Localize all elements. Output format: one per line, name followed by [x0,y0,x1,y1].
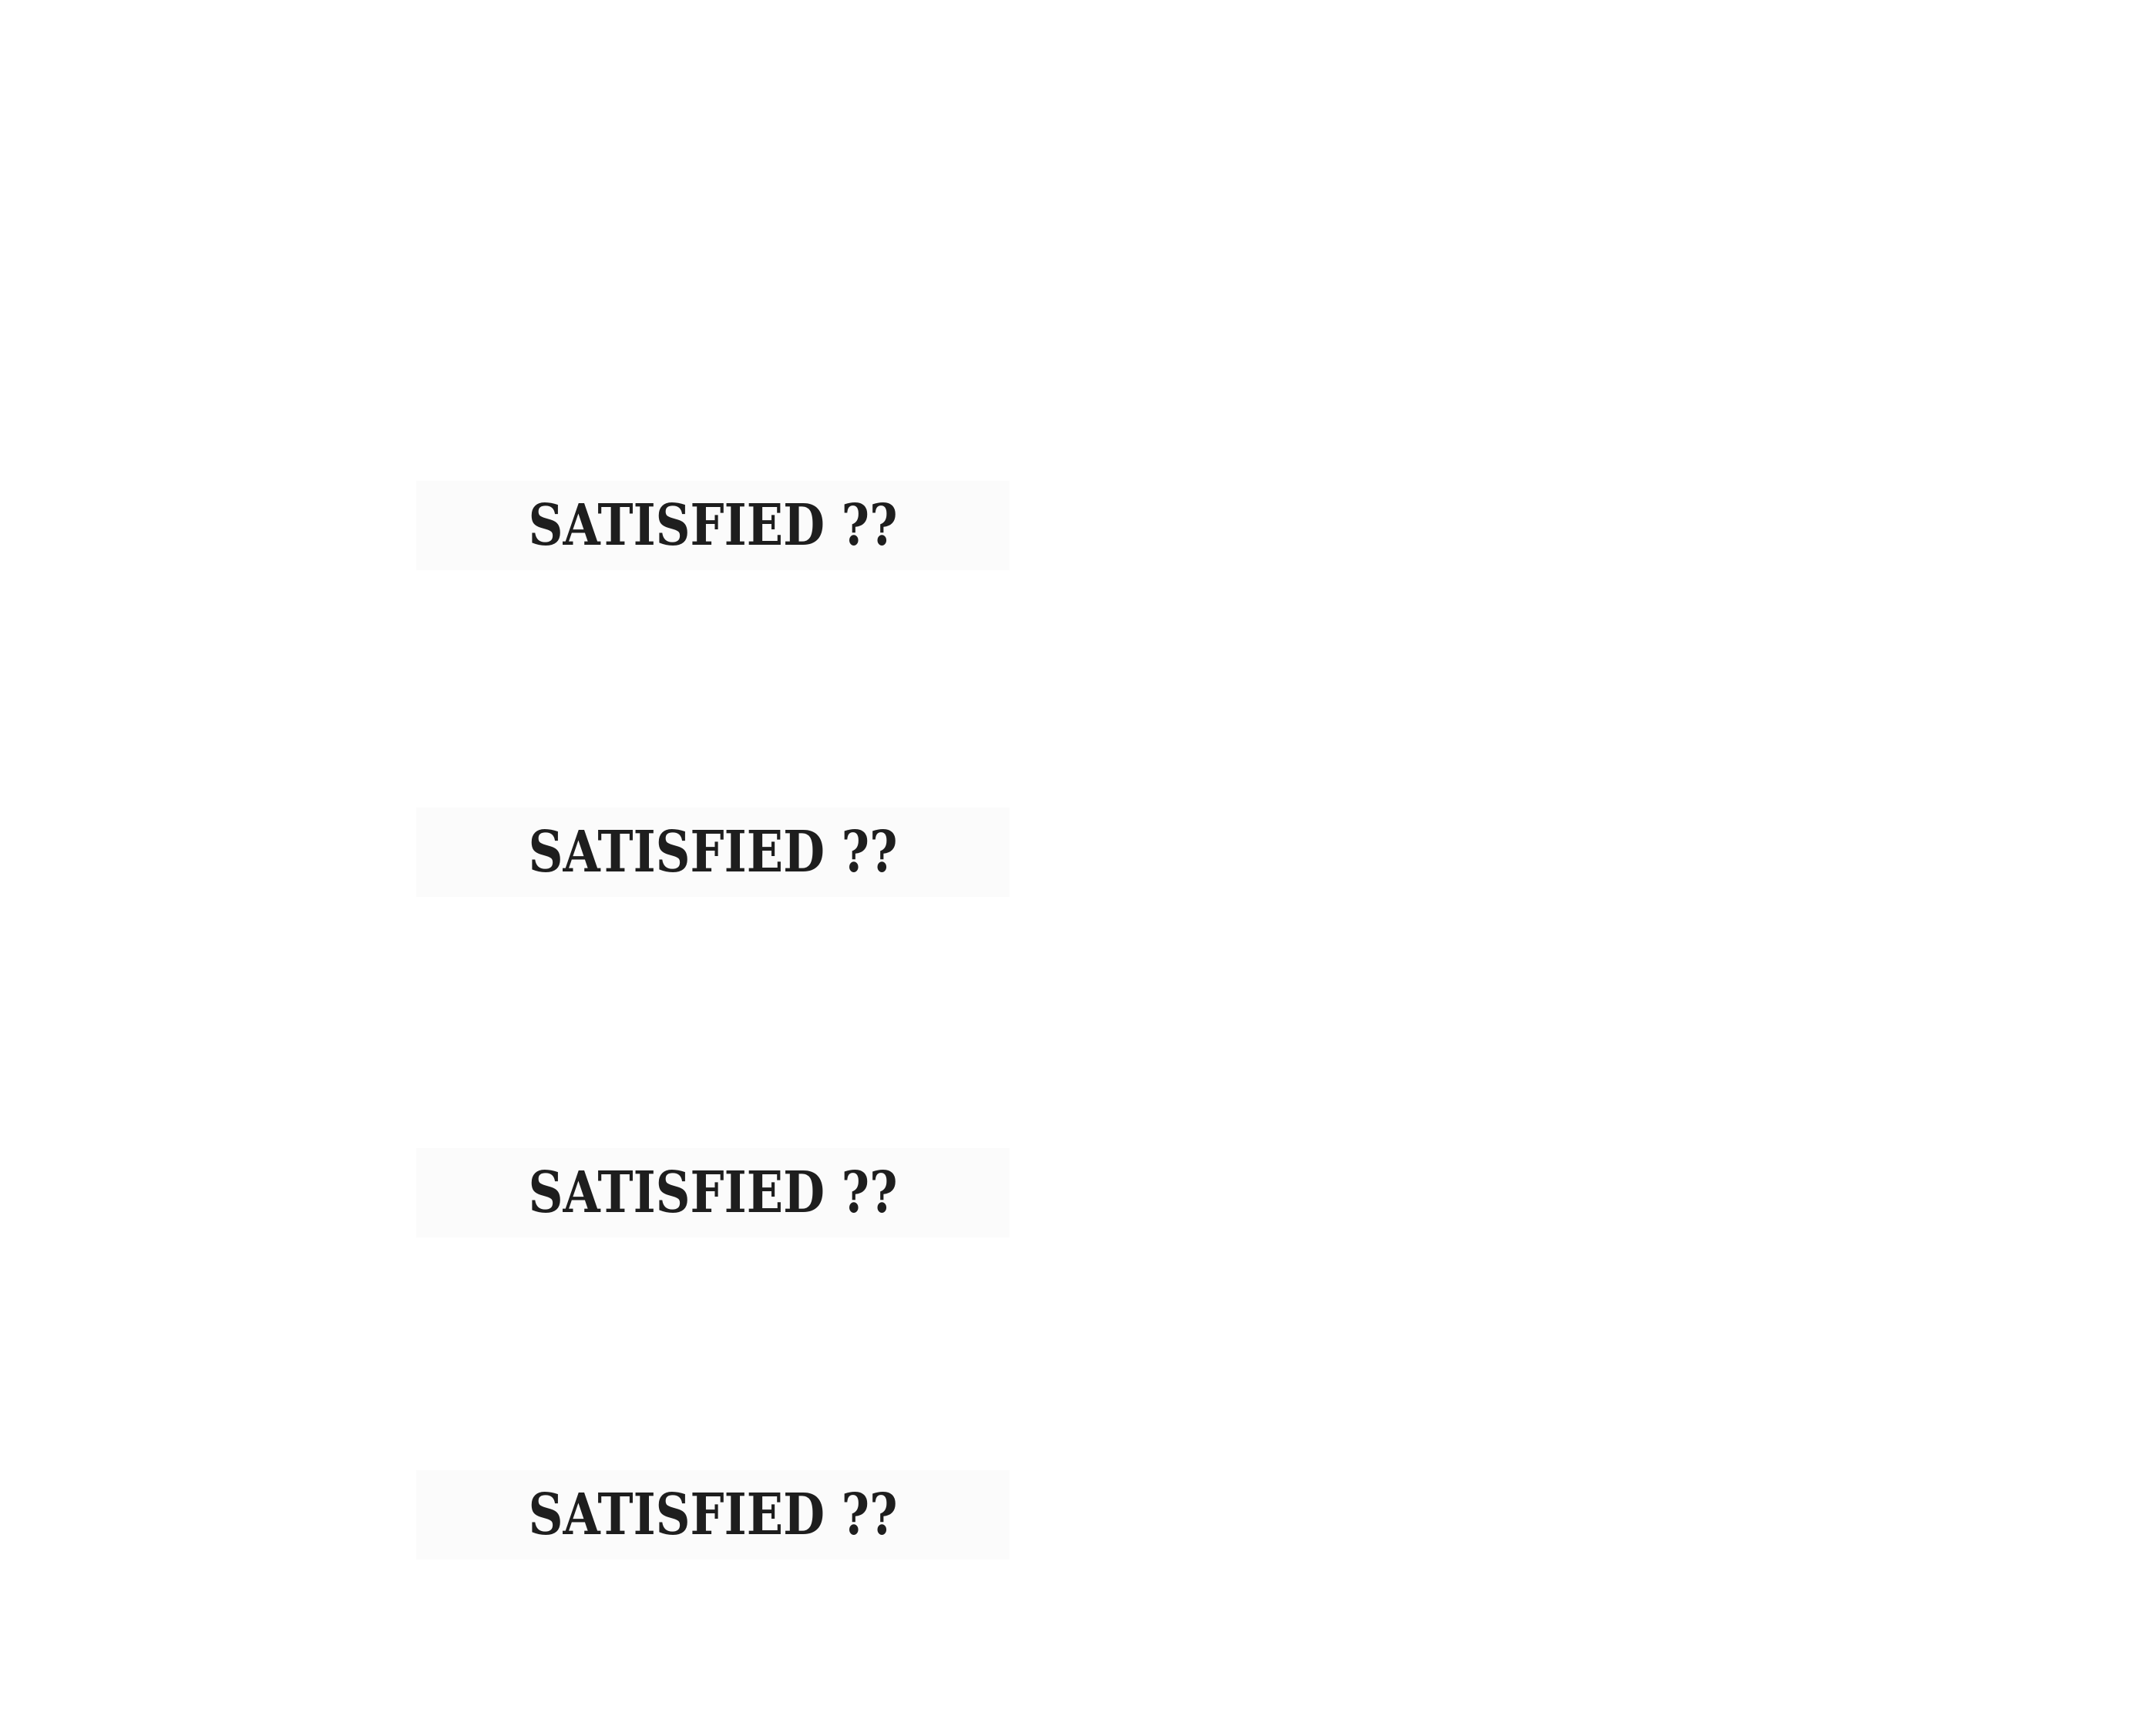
decision-box-4: SATISFIED ?? [416,1470,1010,1560]
decision-box-2: SATISFIED ?? [416,808,1010,897]
decision-label-3: SATISFIED ?? [528,1160,898,1226]
decision-box-1: SATISFIED ?? [416,481,1010,570]
decision-label-2: SATISFIED ?? [528,819,898,885]
decision-label-4: SATISFIED ?? [528,1482,898,1548]
decision-label-1: SATISFIED ?? [528,492,898,559]
decision-box-3: SATISFIED ?? [416,1148,1010,1237]
